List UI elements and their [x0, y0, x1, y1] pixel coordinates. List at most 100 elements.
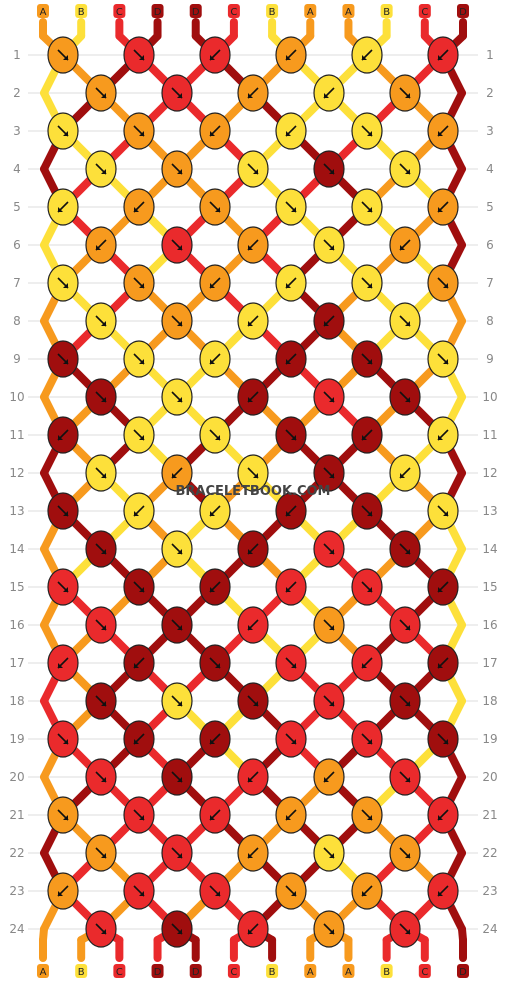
knot [161, 606, 193, 644]
knot [85, 150, 117, 188]
knot [427, 720, 459, 758]
row-number-label: 10 [482, 390, 497, 404]
arrowhead-icon [177, 321, 182, 326]
row-number-label: 1 [13, 48, 21, 62]
knot [427, 340, 459, 378]
arrowhead-icon [63, 55, 68, 60]
knot [47, 340, 79, 378]
row-number-label: 7 [13, 276, 21, 290]
knot [313, 606, 345, 644]
knot [161, 758, 193, 796]
knot [199, 264, 231, 302]
string-color-swatch [304, 4, 317, 18]
arrowhead-icon [438, 131, 443, 136]
knot [47, 568, 79, 606]
knot [123, 796, 155, 834]
row-number-label: 6 [13, 238, 21, 252]
string-color-swatch [457, 4, 469, 18]
row-number-label: 15 [482, 580, 497, 594]
knot [351, 796, 383, 834]
knot [161, 834, 193, 872]
arrowhead-icon [101, 929, 106, 934]
knot [123, 492, 155, 530]
arrowhead-icon [329, 701, 334, 706]
string-color-swatch [266, 964, 279, 978]
arrowhead-icon [58, 435, 63, 440]
arrowhead-icon [253, 169, 258, 174]
arrowhead-icon [96, 245, 101, 250]
arrowhead-icon [134, 663, 139, 668]
knot [161, 530, 193, 568]
arrowhead-icon [101, 853, 106, 858]
row-number-label: 17 [9, 656, 24, 670]
knot [427, 36, 459, 74]
knot [313, 454, 345, 492]
knot [237, 834, 269, 872]
knot [351, 264, 383, 302]
row-number-label: 20 [9, 770, 24, 784]
arrowhead-icon [443, 283, 448, 288]
row-number-label: 14 [482, 542, 497, 556]
string-letter-label: D [459, 967, 467, 978]
arrowhead-icon [215, 891, 220, 896]
arrowhead-icon [443, 511, 448, 516]
knot [389, 758, 421, 796]
knot [313, 226, 345, 264]
arrowhead-icon [248, 625, 253, 630]
arrowhead-icon [177, 625, 182, 630]
knot [389, 834, 421, 872]
arrowhead-icon [63, 815, 68, 820]
arrowhead-icon [63, 587, 68, 592]
string-color-swatch [227, 4, 240, 18]
string-color-swatch [342, 4, 355, 18]
arrowhead-icon [362, 663, 367, 668]
knot [389, 226, 421, 264]
knot [351, 188, 383, 226]
knot [47, 872, 79, 910]
knot [47, 796, 79, 834]
arrowhead-icon [177, 777, 182, 782]
arrowhead-icon [405, 929, 410, 934]
knot [85, 910, 117, 948]
knot [85, 758, 117, 796]
knot [313, 530, 345, 568]
arrowhead-icon [248, 929, 253, 934]
arrowhead-icon [405, 321, 410, 326]
arrowhead-icon [177, 929, 182, 934]
arrowhead-icon [405, 625, 410, 630]
knot [237, 226, 269, 264]
arrowhead-icon [63, 283, 68, 288]
row-number-label: 5 [13, 200, 21, 214]
string-color-swatch [75, 964, 88, 978]
knot [199, 112, 231, 150]
arrowhead-icon [248, 777, 253, 782]
arrowhead-icon [329, 853, 334, 858]
string-letter-label: D [154, 7, 162, 18]
string-color-swatch [151, 4, 164, 18]
row-number-label: 4 [13, 162, 21, 176]
string-letter-label: A [307, 7, 314, 18]
knot [389, 682, 421, 720]
string-color-swatch [37, 964, 49, 978]
row-number-label: 4 [486, 162, 494, 176]
knot [313, 682, 345, 720]
arrowhead-icon [177, 853, 182, 858]
knot [313, 74, 345, 112]
arrowhead-icon [324, 777, 329, 782]
string-letter-label: B [383, 7, 390, 18]
row-number-label: 17 [482, 656, 497, 670]
string-letter-label: D [192, 967, 200, 978]
string-color-swatch [266, 4, 279, 18]
arrowhead-icon [367, 207, 372, 212]
arrowhead-icon [443, 359, 448, 364]
arrowhead-icon [139, 55, 144, 60]
arrowhead-icon [210, 511, 215, 516]
knot [199, 796, 231, 834]
string-letter-label: A [307, 967, 314, 978]
knot [47, 416, 79, 454]
arrowhead-icon [63, 739, 68, 744]
string-color-swatch [457, 964, 469, 978]
knot [85, 454, 117, 492]
